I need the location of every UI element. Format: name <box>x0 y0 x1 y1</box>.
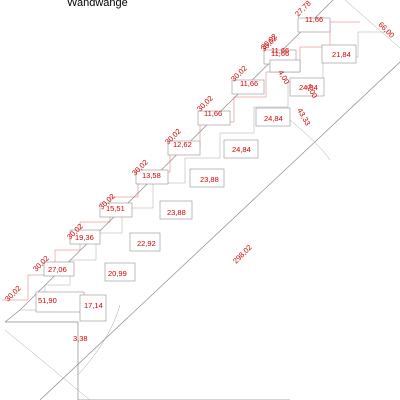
tread-box <box>104 262 136 282</box>
dim-label-going: 19,36 <box>75 233 94 242</box>
tread-box <box>197 110 231 126</box>
width-labels: 17,14 20,99 22,92 23,88 23,88 24,84 24,8… <box>84 50 351 310</box>
tread-box <box>43 261 75 277</box>
tread-box <box>289 77 325 97</box>
tread-box <box>69 229 101 245</box>
dim-label-width: 21,84 <box>332 50 351 59</box>
dim-label-width: 24,84 <box>264 114 283 123</box>
dim-label-going: 15,51 <box>106 204 125 213</box>
tread-box <box>255 107 291 127</box>
tread-box <box>321 44 357 64</box>
dimension-chain <box>2 21 360 301</box>
dim-label-going: 12,62 <box>173 140 192 149</box>
dim-label-going: 11,66 <box>271 46 289 55</box>
dim-label-width: 24,84 <box>299 83 318 92</box>
tread-box <box>231 79 265 95</box>
dim-label-bottom: 3,38 <box>73 334 88 343</box>
tread-boxes <box>35 17 357 322</box>
dim-label-going: 11,66 <box>204 109 222 118</box>
tread-box <box>223 139 259 159</box>
dim-label-width: 17,14 <box>84 301 103 310</box>
tread-box <box>159 200 193 220</box>
misc-labels: 3,38 4,00 5,00 43,33 298,02 66,00 <box>73 20 396 343</box>
tread-box <box>167 140 201 156</box>
pitch-labels: 30,02 30,02 30,02 30,02 30,02 30,02 30,0… <box>3 0 313 303</box>
dim-label-going: 27,06 <box>48 265 67 274</box>
dim-label-cut: 43,33 <box>295 107 312 128</box>
tread-box <box>297 17 331 33</box>
going-labels: 51,90 27,06 19,36 15,51 13,58 12,62 11,6… <box>38 15 323 305</box>
tread-box <box>135 169 169 185</box>
drawing-title: Wandwange <box>67 0 128 9</box>
dim-label-length: 298,02 <box>231 243 254 266</box>
dim-label-going: 11,66 <box>305 15 323 24</box>
dim-label-pitch: 30,02 <box>3 284 23 304</box>
tread-box <box>189 168 225 188</box>
tread-box <box>129 232 161 252</box>
dim-label-going: 11,66 <box>271 49 289 58</box>
dim-label-width: 23,88 <box>167 208 186 217</box>
tread-box <box>269 59 301 73</box>
dim-label-going: 51,90 <box>38 296 57 305</box>
dim-label-going: 11,66 <box>240 79 258 88</box>
dim-label-width: 23,88 <box>200 175 219 184</box>
dim-label-width: 24,84 <box>232 145 251 154</box>
tread-box <box>99 202 133 218</box>
tread-box <box>79 294 107 322</box>
dim-label-width: 22,92 <box>137 239 156 248</box>
dim-label-going: 13,58 <box>142 171 161 180</box>
dim-label-width: 20,99 <box>108 269 127 278</box>
